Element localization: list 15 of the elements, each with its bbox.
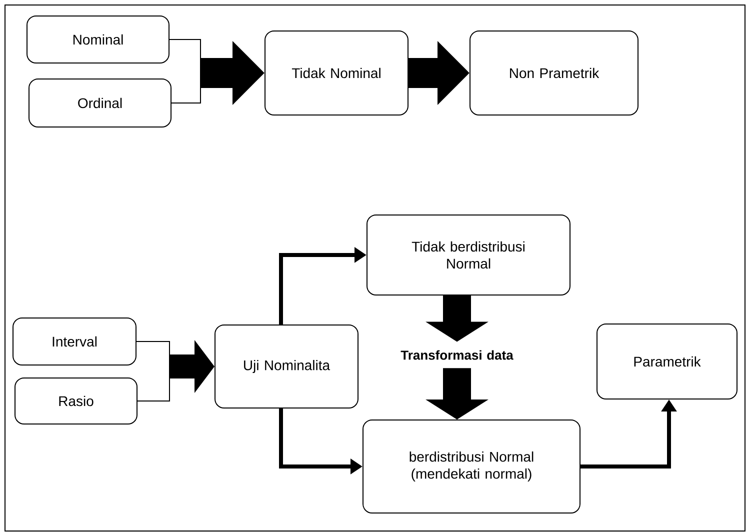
process-box: Uji Nominalita bbox=[214, 324, 358, 408]
process-box: berdistribusi Normal (mendekati normal) bbox=[362, 419, 580, 514]
connector-line bbox=[136, 340, 170, 367]
process-box: Non Prametrik bbox=[470, 30, 638, 116]
process-box: Tidak berdistribusi Normal bbox=[366, 214, 570, 296]
process-box: Tidak Nominal bbox=[264, 30, 408, 116]
connector-line bbox=[171, 72, 201, 104]
process-box: Parametrik bbox=[596, 324, 738, 400]
process-box: Rasio bbox=[14, 377, 138, 424]
process-box: Ordinal bbox=[28, 78, 172, 128]
process-box: Interval bbox=[12, 318, 136, 366]
connector-line bbox=[137, 366, 170, 402]
step-label: Transformasi data bbox=[400, 350, 514, 360]
process-box: Nominal bbox=[26, 16, 170, 64]
connector-line bbox=[169, 39, 201, 74]
